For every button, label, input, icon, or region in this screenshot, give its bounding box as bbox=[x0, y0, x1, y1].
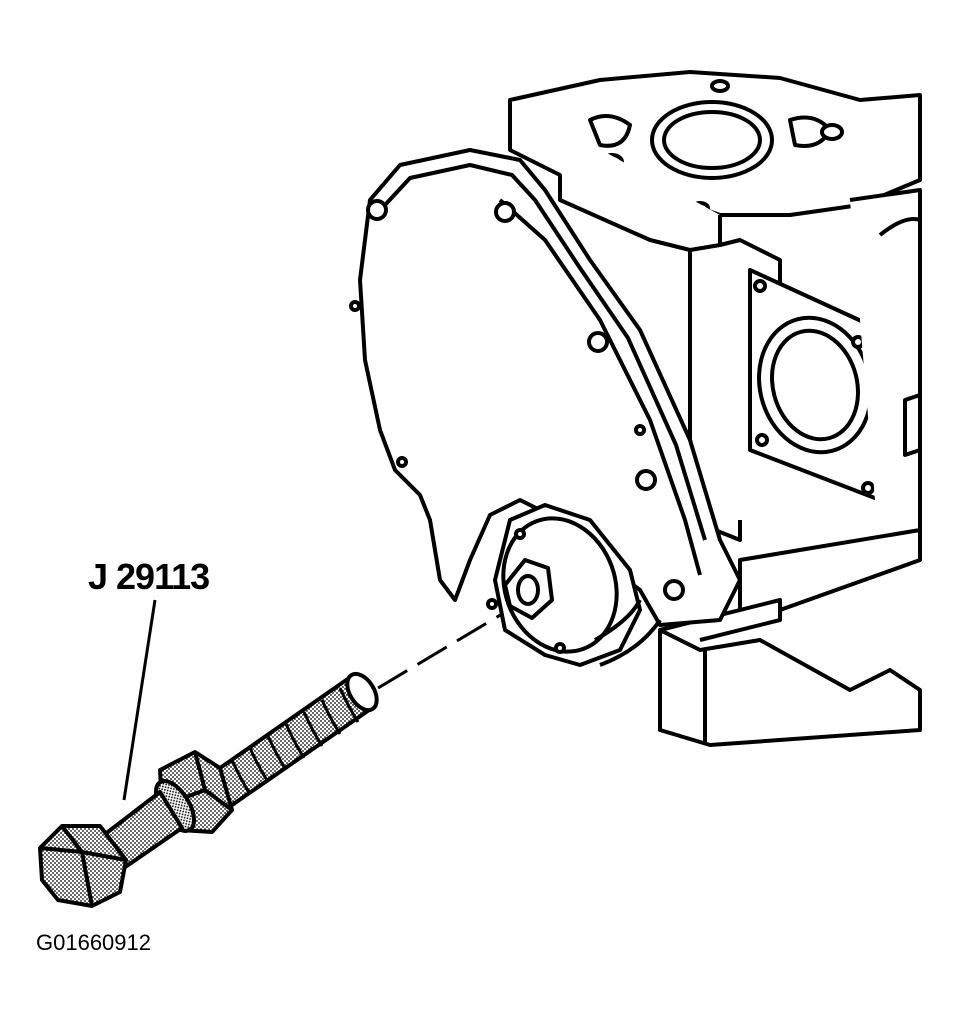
tool-callout-label: J 29113 bbox=[88, 556, 210, 597]
alignment-dashed-line bbox=[377, 612, 503, 690]
timing-cover-icon bbox=[349, 148, 742, 667]
engine-block-icon bbox=[508, 70, 922, 747]
leader-line bbox=[122, 599, 157, 801]
bolt-tool-icon bbox=[38, 671, 379, 908]
figure-id-label: G01660912 bbox=[36, 930, 151, 955]
